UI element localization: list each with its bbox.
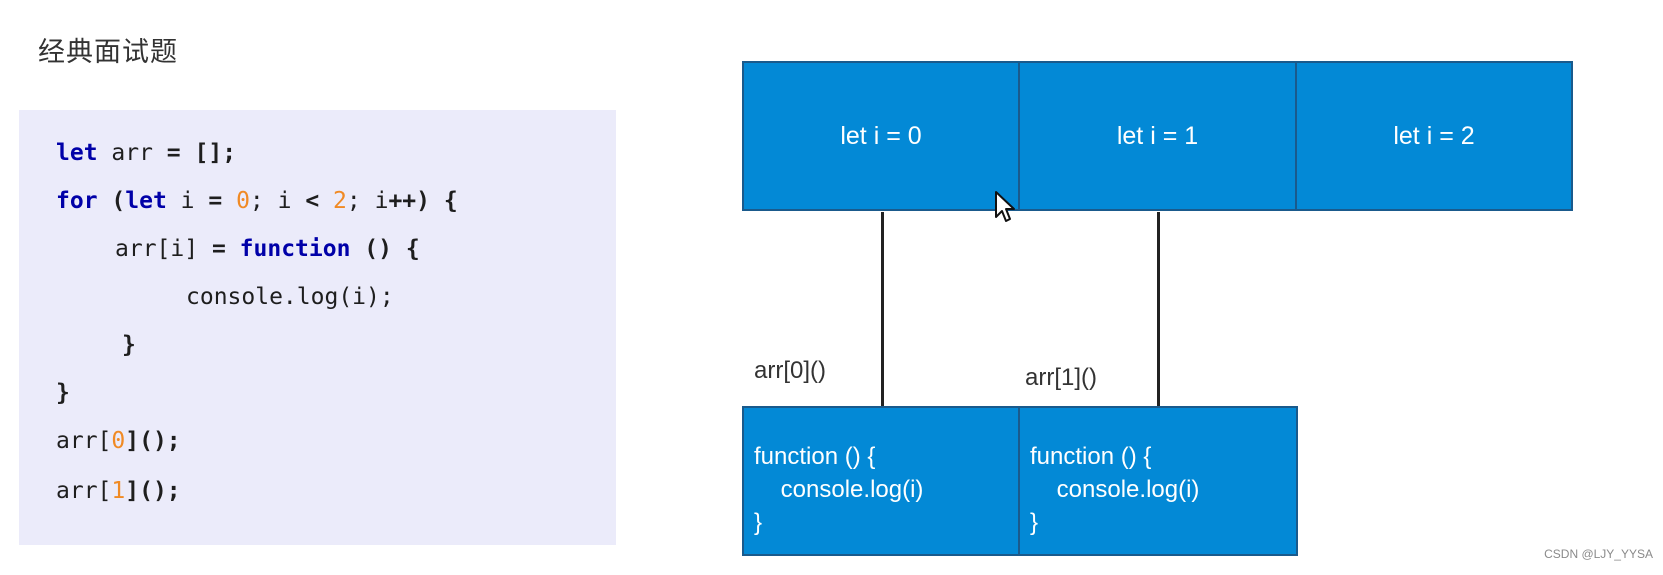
function-block-0: function () { console.log(i) } — [742, 406, 1020, 556]
code-text: ](); — [125, 478, 181, 504]
code-number: 1 — [111, 478, 126, 504]
code-operator: = — [208, 188, 223, 214]
scope-block-i0: let i = 0 — [742, 61, 1020, 211]
keyword-let: let — [56, 140, 98, 166]
code-text: i — [166, 188, 209, 214]
call-label-arr0: arr[0]() — [754, 357, 826, 384]
code-text: ( — [97, 188, 126, 214]
scope-block-i1: let i = 1 — [1018, 61, 1297, 211]
connector-line-0 — [881, 212, 884, 406]
keyword-function: function — [239, 236, 351, 262]
call-label-arr1: arr[1]() — [1025, 364, 1097, 391]
code-line-5: } — [122, 332, 136, 358]
code-text: arr — [97, 140, 167, 166]
code-line-1: let arr = []; — [56, 138, 236, 168]
watermark: CSDN @LJY_YYSA — [1544, 547, 1653, 561]
code-panel: let arr = []; for (let i = 0; i < 2; i++… — [19, 110, 616, 545]
code-text: () { — [350, 236, 420, 262]
code-text: ; i — [249, 188, 306, 214]
code-operator: < — [305, 188, 320, 214]
code-text — [226, 236, 240, 262]
code-line-7: arr[0](); — [56, 426, 181, 456]
code-number: 0 — [111, 428, 126, 454]
function-block-1: function () { console.log(i) } — [1018, 406, 1298, 556]
code-text — [319, 188, 333, 214]
code-text: []; — [180, 140, 237, 166]
code-text: arr[ — [56, 428, 112, 454]
code-text — [222, 188, 236, 214]
code-operator: = — [166, 140, 181, 166]
connector-line-1 — [1157, 212, 1160, 406]
code-text: ) { — [416, 188, 458, 214]
code-line-3: arr[i] = function () { — [115, 234, 420, 264]
scope-block-i2: let i = 2 — [1295, 61, 1573, 211]
keyword-let: let — [125, 188, 167, 214]
code-line-8: arr[1](); — [56, 476, 181, 506]
code-number: 0 — [236, 188, 250, 214]
code-line-4: console.log(i); — [186, 284, 394, 310]
page-title: 经典面试题 — [38, 37, 178, 68]
code-text: arr[i] — [115, 236, 212, 262]
code-text: arr[ — [56, 478, 112, 504]
mouse-pointer-icon — [995, 191, 1015, 222]
code-text: ; i — [346, 188, 389, 214]
code-number: 2 — [333, 188, 347, 214]
code-operator: ++ — [388, 188, 417, 214]
code-line-6: } — [56, 380, 70, 406]
keyword-for: for — [56, 188, 98, 214]
code-operator: = — [211, 236, 226, 262]
code-line-2: for (let i = 0; i < 2; i++) { — [56, 186, 458, 216]
code-text: ](); — [125, 428, 181, 454]
